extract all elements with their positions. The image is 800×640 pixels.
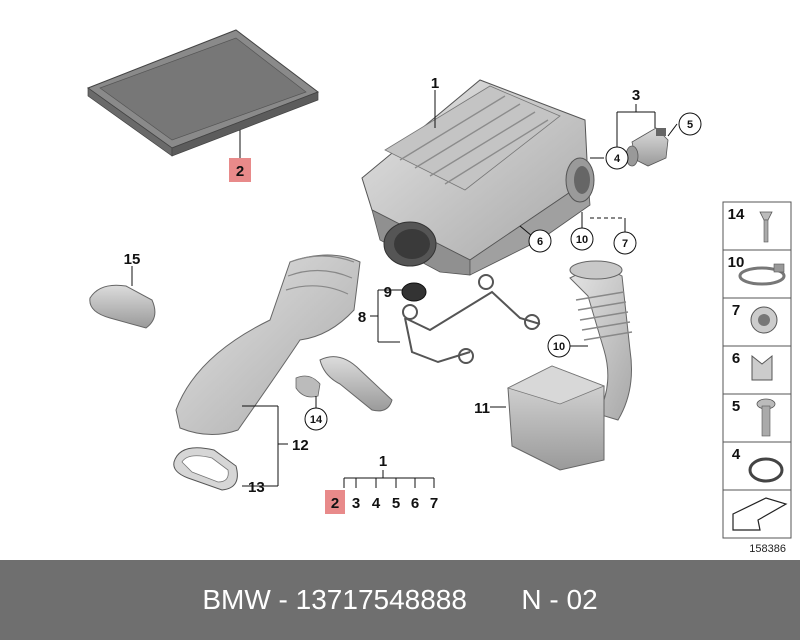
svg-text:14: 14	[728, 206, 745, 223]
callout-14-duct: 14	[304, 396, 328, 431]
callout-6: 6	[528, 229, 552, 253]
sidebar-item-o-ring: 4	[732, 446, 784, 483]
sensor-callouts	[590, 104, 678, 159]
sidebar-item-hose-clamp: 10	[728, 254, 786, 286]
parts-diagram: 2 1 3 4 5	[86, 29, 792, 555]
callout-10-top: 10	[570, 227, 594, 251]
outlet-callout-lines	[519, 212, 626, 237]
bracket-12-13	[242, 405, 288, 487]
callout-11: 11	[474, 400, 490, 417]
svg-text:6: 6	[732, 350, 740, 367]
part-number-footer: BMW - 13717548888 N - 02	[0, 560, 800, 640]
diagram-code: 158386	[749, 543, 786, 555]
callout-12: 12	[292, 437, 309, 454]
svg-text:5: 5	[732, 398, 740, 415]
sidebar-item-bolt: 5	[732, 398, 776, 437]
air-filter-element	[86, 29, 320, 158]
kit-item: 2	[331, 495, 339, 512]
sidebar-item-grommet: 7	[732, 302, 778, 334]
kit-item: 6	[411, 495, 419, 512]
kit-highlight	[325, 490, 345, 514]
callout-2-filter: 2	[229, 158, 251, 182]
position-code: N - 02	[521, 584, 598, 615]
callout-15: 15	[124, 251, 141, 268]
small-parts-sidebar: 14 10 7 6 5 4	[722, 201, 792, 539]
callout-7: 7	[613, 231, 637, 255]
svg-text:6: 6	[537, 236, 543, 248]
callout-8: 8	[358, 309, 366, 326]
sidebar-item-screw: 14	[728, 206, 773, 243]
kit-top-label: 1	[379, 453, 387, 470]
kit-item: 4	[372, 495, 381, 512]
footer-gap	[467, 584, 521, 616]
callout-5: 5	[678, 112, 702, 136]
callout-10-bottom: 10	[547, 334, 588, 358]
kit-legend: 1 2 3 4 5 6 7	[325, 453, 438, 514]
callout-13: 13	[248, 479, 265, 496]
bracket-8-9	[370, 289, 402, 343]
svg-text:10: 10	[728, 254, 745, 271]
svg-text:7: 7	[732, 302, 740, 319]
duct-seal-ring	[173, 447, 238, 491]
mass-air-flow-sensor	[625, 127, 669, 167]
sidebar-item-clip: 6	[732, 350, 773, 381]
kit-item: 3	[352, 495, 360, 512]
svg-text:5: 5	[687, 119, 693, 131]
rubber-grommet	[401, 282, 427, 302]
resonator	[490, 365, 606, 471]
view-direction-arrow-icon	[732, 497, 788, 531]
air-filter-housing	[361, 79, 595, 276]
svg-text:4: 4	[732, 446, 741, 463]
cover-cap	[89, 266, 156, 329]
kit-item: 5	[392, 495, 400, 512]
intake-duct	[175, 254, 393, 435]
svg-text:14: 14	[310, 414, 323, 426]
svg-text:2: 2	[236, 163, 244, 180]
brand-name: BMW	[202, 584, 271, 615]
callout-4: 4	[605, 146, 629, 170]
part-number: 13717548888	[295, 584, 467, 615]
corrugated-hose	[569, 260, 633, 421]
gasket-seal	[402, 274, 541, 364]
svg-text:10: 10	[553, 341, 565, 353]
footer-separator: -	[270, 584, 296, 615]
callout-9: 9	[384, 284, 392, 301]
svg-text:7: 7	[622, 238, 628, 250]
callout-3: 3	[632, 87, 640, 104]
kit-item: 7	[430, 495, 438, 512]
svg-text:10: 10	[576, 234, 588, 246]
callout-1: 1	[431, 75, 439, 92]
svg-text:4: 4	[614, 153, 621, 165]
